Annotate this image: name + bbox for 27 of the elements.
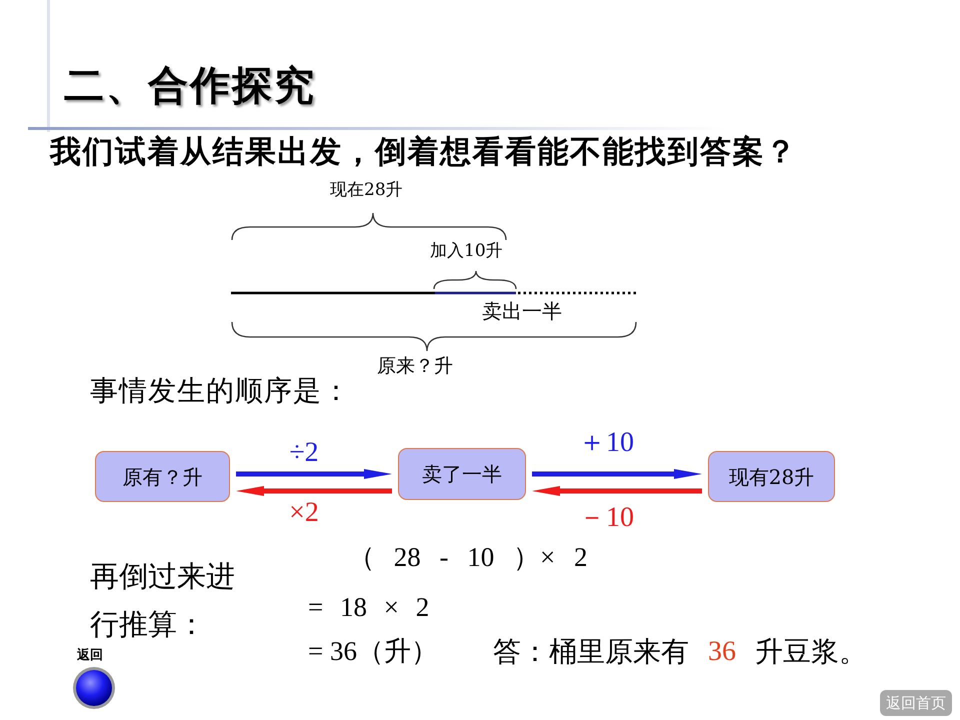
- segment-label: 卖出一半: [482, 299, 562, 323]
- edge-label: －10: [578, 501, 634, 535]
- step-box: 卖了一半: [398, 448, 526, 500]
- step-box: 原有？升: [95, 451, 230, 502]
- arrow: [236, 486, 392, 496]
- question-text: 我们试着从结果出发，倒着想看看能不能找到答案？: [50, 134, 798, 172]
- answer-text: 升豆浆。: [755, 635, 867, 669]
- slide-title: 二、合作探究: [64, 62, 316, 110]
- equation-text: = 36（升）: [308, 635, 438, 668]
- arrow: [532, 469, 702, 479]
- step-box: 现有28升: [708, 451, 835, 502]
- answer-text: 答：桶里原来有: [493, 635, 689, 669]
- section-heading: 事情发生的顺序是：: [90, 374, 351, 408]
- edge-label: ÷2: [289, 436, 319, 470]
- equation-text: （ 28 - 10 ）× 2: [348, 541, 588, 574]
- answer-number: 36: [708, 635, 736, 669]
- arrow: [532, 486, 702, 496]
- brace-label: 加入10升: [430, 241, 503, 262]
- edge-label: ×2: [289, 496, 319, 530]
- equation-text: = 18 × 2: [308, 591, 430, 624]
- section-heading: 再倒过来进行推算：: [90, 558, 236, 643]
- brace-label: 现在28升: [330, 180, 403, 200]
- home-button: 返回首页: [880, 690, 952, 716]
- edge-label: ＋10: [578, 426, 634, 460]
- back-label: 返回: [77, 648, 103, 664]
- brace-label: 原来？升: [377, 355, 453, 378]
- arrow: [236, 469, 392, 479]
